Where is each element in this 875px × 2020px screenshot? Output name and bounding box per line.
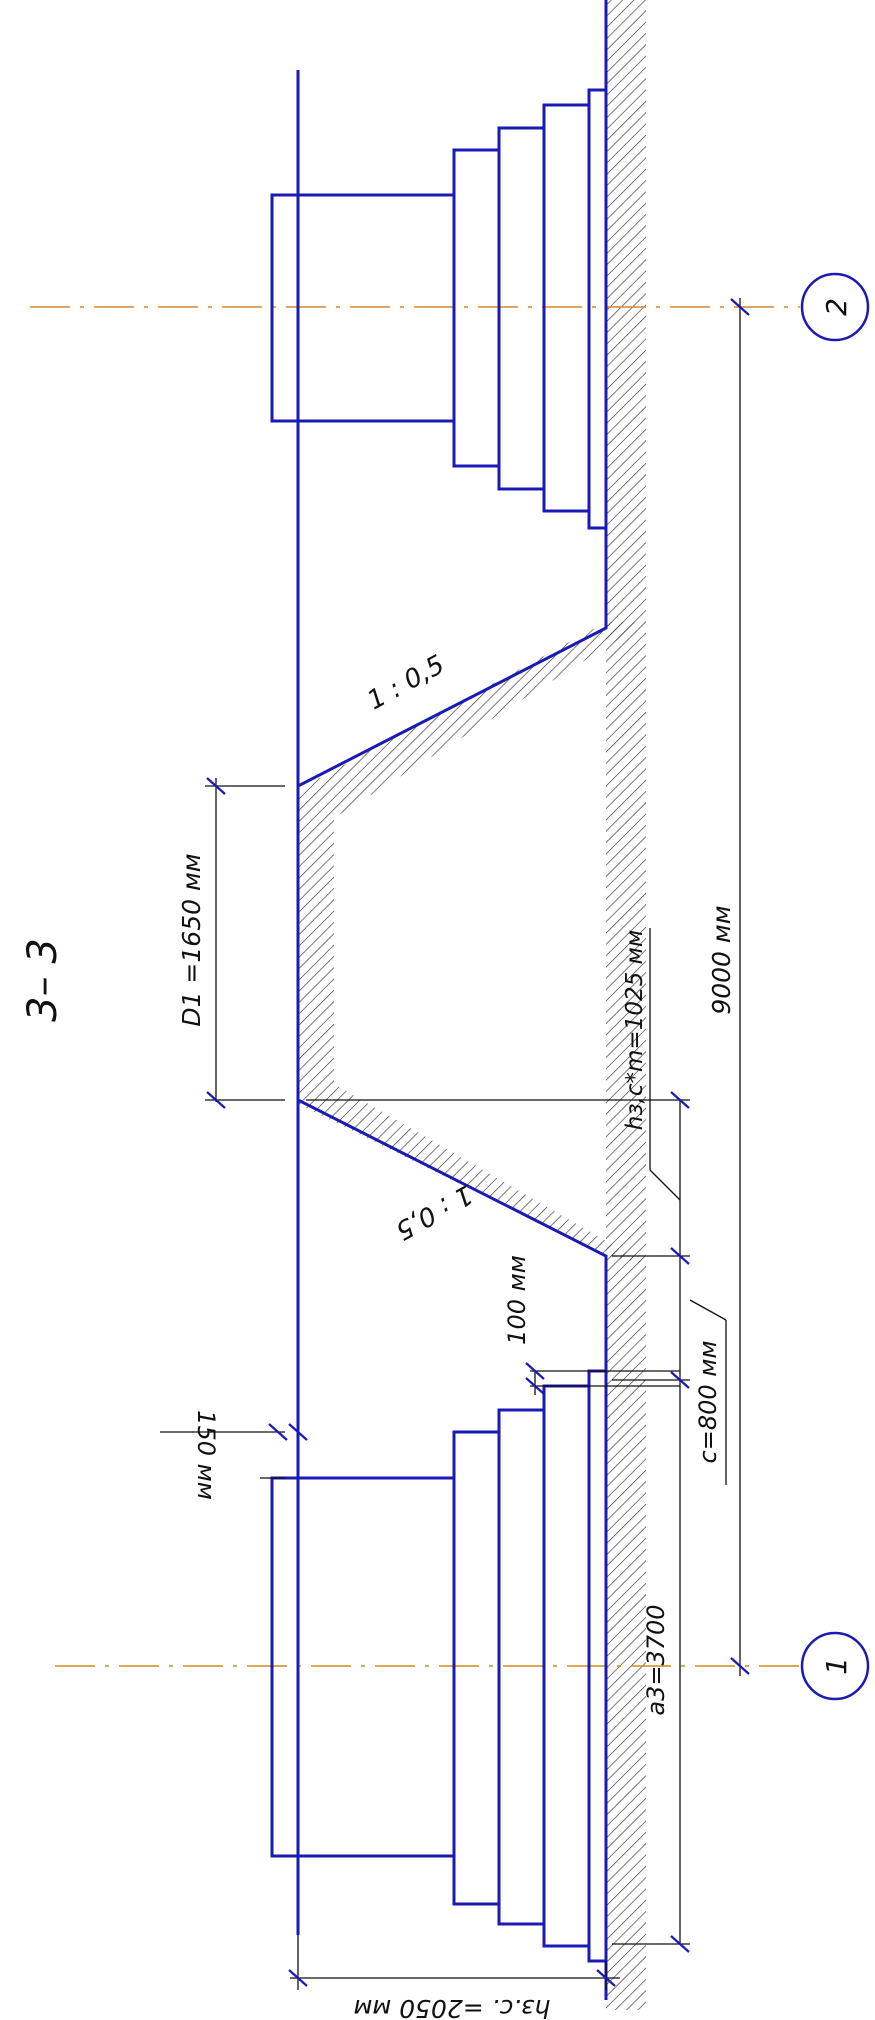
axis-marker-2: 2 <box>800 272 870 342</box>
dim-d1-label: D1 =1650 мм <box>177 853 206 1026</box>
section-title: 3– 3 <box>20 938 66 1022</box>
dim-hzcm-label: hз,с*m=1025 мм <box>622 930 648 1131</box>
section-outline <box>270 0 608 2000</box>
dim-a3-label: a3=3700 <box>642 1604 670 1715</box>
foundation-1-step-1 <box>452 1430 501 1906</box>
foundation-1-step-2 <box>497 1408 546 1926</box>
foundation-2-step-3 <box>542 103 591 513</box>
slope-label-top: 1 : 0,5 <box>362 650 449 717</box>
foundation-2-step-1 <box>452 148 501 468</box>
slope-label-bottom: 1 : 0,5 <box>390 1179 477 1246</box>
axis-marker-1: 1 <box>800 1631 870 1701</box>
axis-lines <box>30 306 800 1667</box>
dim-c-label: c=800 мм <box>694 1341 722 1464</box>
dim-9000-label: 9000 мм <box>707 905 736 1014</box>
dim-hzc-label: hз.с. =2050 мм <box>354 1994 551 2020</box>
axis-label-1: 1 <box>820 1657 853 1675</box>
dimension-lines <box>160 298 741 1990</box>
dim-150-label: 150 мм <box>192 1410 220 1500</box>
pit-boundary <box>296 0 608 2000</box>
foundation-2-step-4 <box>587 88 608 530</box>
dimension-ticks <box>206 298 750 1987</box>
axis-label-2: 2 <box>820 298 853 316</box>
dim-100-label: 100 мм <box>503 1255 531 1345</box>
foundation-2-step-2 <box>497 126 546 491</box>
soil-hatching <box>298 0 646 2010</box>
